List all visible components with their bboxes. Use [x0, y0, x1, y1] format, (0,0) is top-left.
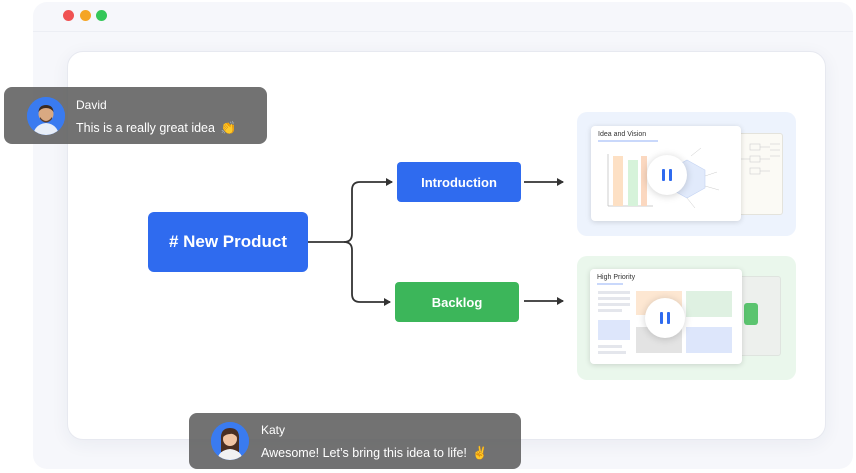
- introduction-video-preview[interactable]: Idea and Vision: [577, 112, 796, 236]
- backlog-node[interactable]: Backlog: [395, 282, 519, 322]
- victory-hand-icon: ✌️: [472, 445, 488, 460]
- root-node-label: # New Product: [168, 232, 288, 251]
- chat-author-name: David: [76, 98, 107, 112]
- close-window-button[interactable]: [63, 10, 74, 21]
- avatar: [27, 97, 65, 135]
- preview-back-page: [737, 276, 781, 356]
- chat-bubble-david: David This is a really great idea 👏: [4, 87, 267, 144]
- window-title-bar: [33, 2, 853, 32]
- preview-back-page: [735, 133, 783, 215]
- chat-message-text: This is a really great idea: [76, 121, 215, 135]
- maximize-window-button[interactable]: [96, 10, 107, 21]
- backlog-video-preview[interactable]: High Priority: [577, 256, 796, 380]
- chat-message-text: Awesome! Let’s bring this idea to life!: [261, 446, 467, 460]
- preview-title-underline: [598, 140, 658, 142]
- pause-icon: [662, 169, 665, 181]
- chat-author-name: Katy: [261, 423, 286, 437]
- chat-message: Awesome! Let’s bring this idea to life! …: [261, 445, 488, 461]
- introduction-node[interactable]: Introduction: [397, 162, 521, 202]
- preview-title-underline: [597, 283, 623, 285]
- chat-bubble-katy: Katy Awesome! Let’s bring this idea to l…: [189, 413, 521, 469]
- avatar: [211, 422, 249, 460]
- chat-message: This is a really great idea 👏: [76, 120, 236, 136]
- root-node[interactable]: # New Product: [148, 212, 308, 272]
- pause-button[interactable]: [647, 155, 687, 195]
- minimize-window-button[interactable]: [80, 10, 91, 21]
- introduction-node-label: Introduction: [421, 174, 497, 190]
- preview-title: High Priority: [597, 274, 636, 281]
- pause-button[interactable]: [645, 298, 685, 338]
- preview-slide: High Priority: [590, 269, 742, 364]
- clapping-hands-icon: 👏: [220, 120, 237, 135]
- backlog-node-label: Backlog: [431, 294, 483, 310]
- preview-title: Idea and Vision: [598, 131, 647, 138]
- pause-icon: [660, 312, 663, 324]
- preview-board: [598, 291, 732, 354]
